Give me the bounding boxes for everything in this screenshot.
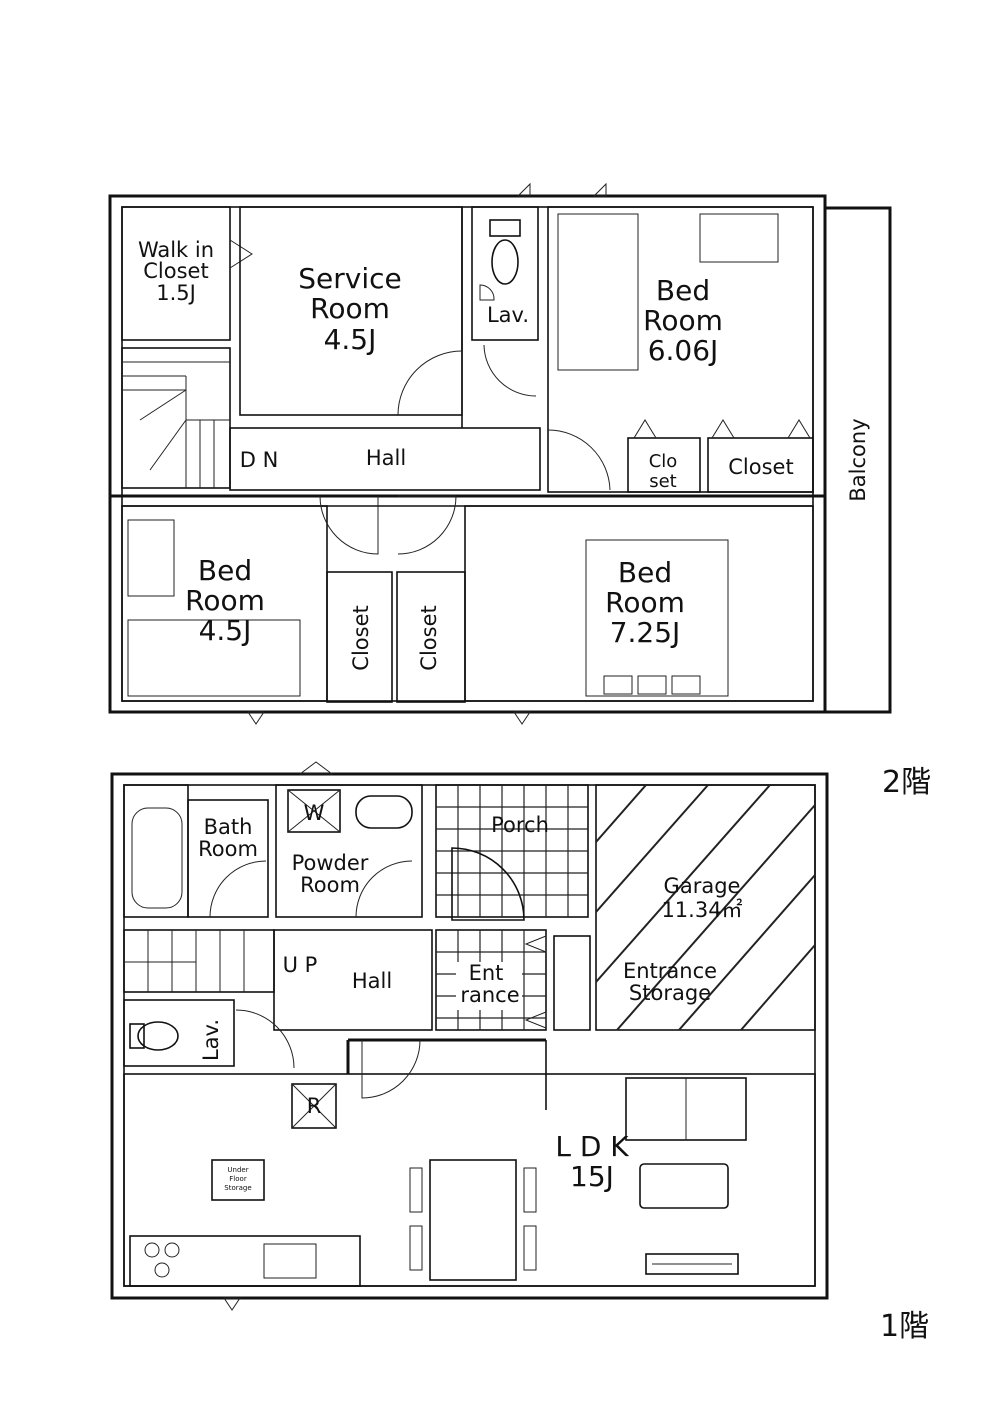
upper-lavatory (471, 206, 539, 341)
garage-label-2: 11.34㎡ (661, 898, 742, 922)
under-floor-storage-label-3: Storage (224, 1184, 251, 1192)
bedroom-606-label-3: 6.06J (648, 334, 719, 367)
lower-hall (273, 929, 433, 1031)
entrance (435, 929, 547, 1031)
fridge-mark: R (307, 1094, 322, 1118)
upper-closet (707, 437, 814, 493)
bedroom-725-label-1: Bed (618, 556, 672, 589)
upper-small-closet (627, 437, 701, 493)
lower-hall-up-label: U P (283, 953, 318, 977)
lower-floor-labels: Bath Room W Powder Room Porch Garage 11.… (198, 801, 929, 1344)
under-floor-storage (211, 1159, 265, 1201)
kitchen-counter (129, 1235, 361, 1287)
bedroom-725-label-2: Room (605, 586, 685, 619)
upper-lav-label: Lav. (487, 303, 529, 327)
powder-room-label-2: Room (300, 873, 360, 897)
under-floor-storage-label-1: Under (227, 1166, 248, 1174)
bedroom-606-label-1: Bed (656, 274, 710, 307)
coffee-table (639, 1163, 729, 1209)
walk-in-closet-label-3: 1.5J (156, 281, 196, 305)
lower-hall-label: Hall (352, 969, 392, 993)
powder-room (275, 784, 423, 918)
service-room-label-1: Service (298, 262, 401, 295)
lower-lav-label: Lav. (199, 1019, 223, 1061)
tv-board (645, 1253, 739, 1275)
entrance-storage-label-2: Storage (629, 981, 711, 1005)
bedroom-45-label-1: Bed (198, 554, 252, 587)
powder-room-label-1: Powder (292, 851, 369, 875)
upper-hall-label: Hall (366, 446, 406, 470)
upper-closet-label: Closet (728, 455, 793, 479)
upper-floor-plan (108, 182, 892, 725)
upper-hall-dn-label: D N (240, 448, 279, 472)
upper-small-closet-label-1: Clo (649, 451, 678, 472)
closet-left (326, 571, 393, 703)
bath-tub-area (123, 784, 189, 918)
lower-staircase (123, 929, 275, 993)
garage-label-1: Garage (664, 874, 741, 898)
walk-in-closet-label-1: Walk in (138, 238, 214, 262)
entrance-label-1: Ent (469, 961, 504, 985)
bedroom-606-label-2: Room (643, 304, 723, 337)
ldk-label-1: L D K (555, 1130, 629, 1163)
bedroom-45-label-3: 4.5J (199, 614, 252, 647)
dining-table (429, 1159, 517, 1281)
garage (595, 784, 816, 1031)
bedroom-725-label-3: 7.25J (610, 616, 681, 649)
lower-floor-plan (110, 761, 829, 1311)
ldk-label-2: 15J (570, 1160, 614, 1193)
bedroom-7-25 (464, 505, 814, 702)
bath-room-label-2: Room (198, 837, 258, 861)
closet-left-label: Closet (349, 605, 373, 670)
under-floor-storage-label-2: Floor (229, 1175, 247, 1183)
ldk (123, 1073, 816, 1287)
entrance-storage (553, 935, 591, 1031)
entrance-storage-label-1: Entrance (623, 959, 717, 983)
upper-hall (229, 427, 541, 491)
garage-hatching (595, 784, 816, 1031)
entrance-label-2: rance (460, 983, 519, 1007)
washer-mark: W (304, 801, 325, 825)
balcony-label: Balcony (846, 418, 870, 501)
porch-label: Porch (491, 813, 549, 837)
lower-floor-tag: 1階 (880, 1309, 929, 1344)
balcony-outline (823, 206, 892, 714)
service-room-label-3: 4.5J (324, 323, 377, 356)
porch-tiles (436, 785, 588, 917)
refrigerator (291, 1083, 337, 1129)
closet-right-label: Closet (417, 605, 441, 670)
lower-floor-outer-wall (110, 772, 829, 1300)
walk-in-closet-label-2: Closet (143, 259, 208, 283)
service-room-label-2: Room (310, 292, 390, 325)
upper-floor-labels: Walk in Closet 1.5J Service Room 4.5J La… (138, 238, 931, 800)
walk-in-closet-room (121, 206, 231, 341)
bedroom-45-label-2: Room (185, 584, 265, 617)
upper-floor-tag: 2階 (882, 765, 931, 800)
upper-small-closet-label-2: set (649, 471, 677, 492)
upper-staircase (121, 347, 231, 489)
bath-room (187, 799, 269, 918)
bath-room-label-1: Bath (204, 815, 253, 839)
lower-lavatory (123, 999, 235, 1067)
